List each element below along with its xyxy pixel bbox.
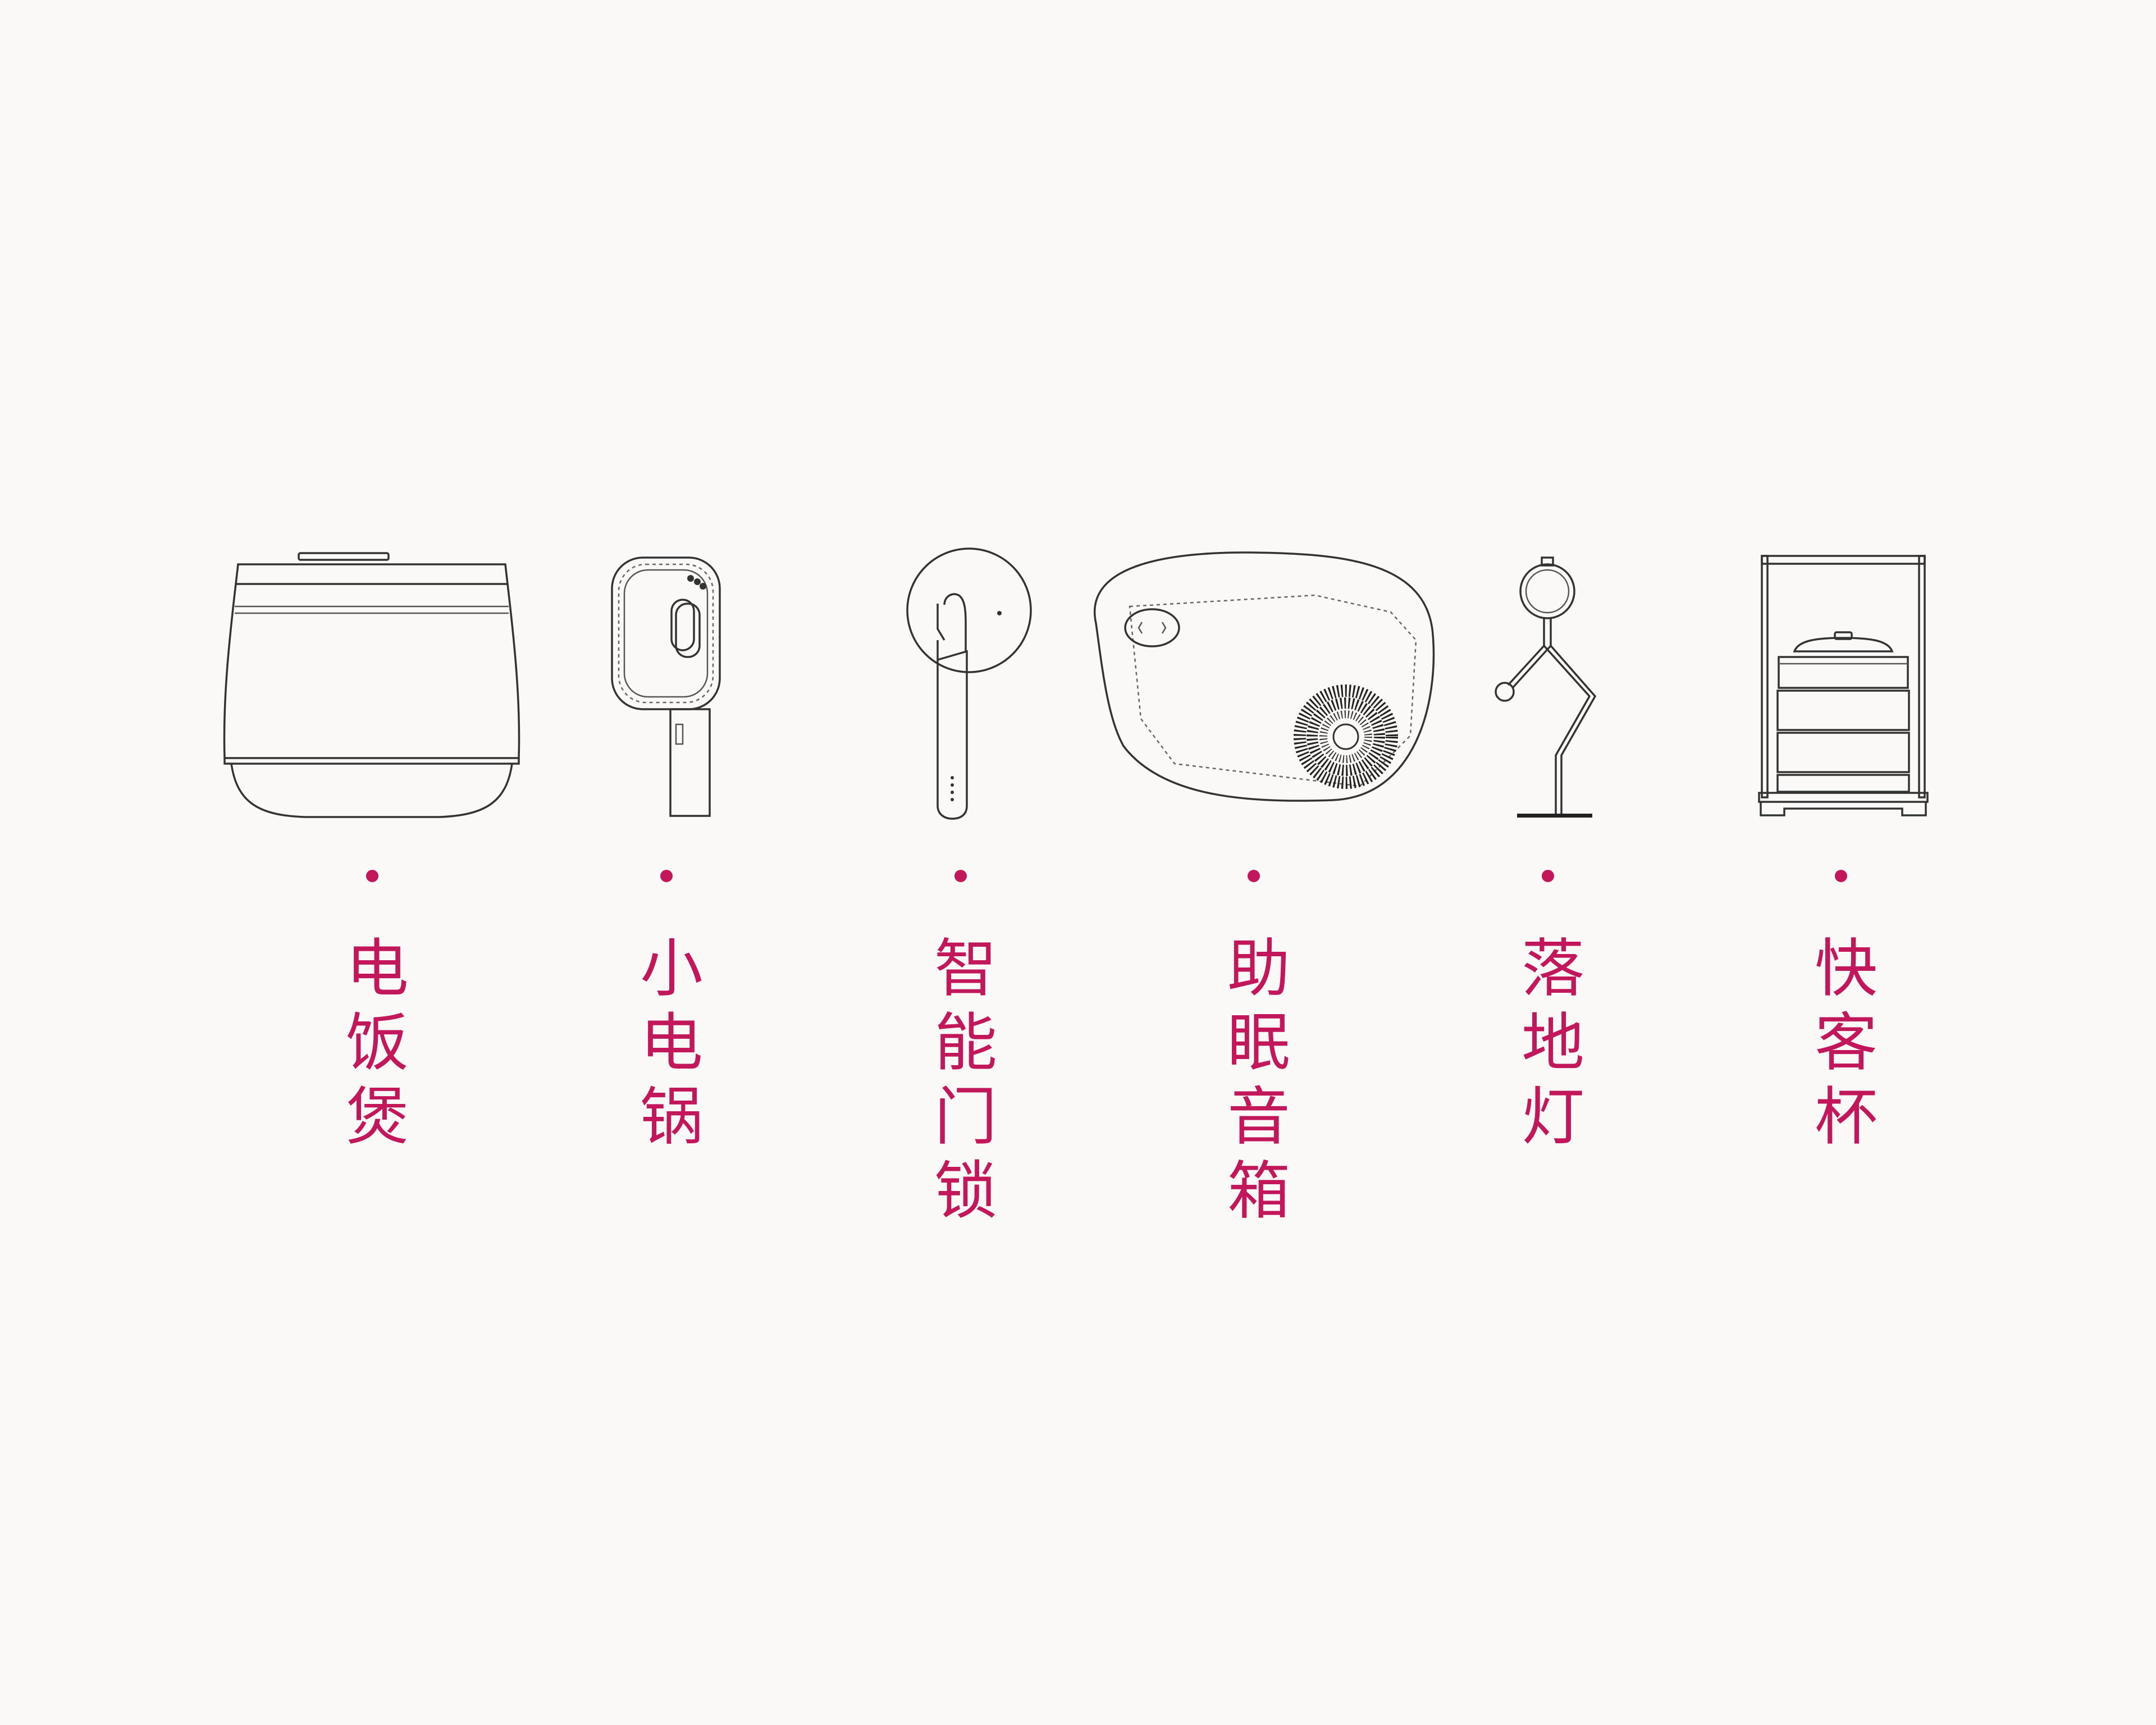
product-label: 小电锅 bbox=[629, 935, 702, 1157]
speaker-grille-icon bbox=[1294, 684, 1398, 789]
product-door-lock: 智能门锁 bbox=[786, 0, 1134, 1725]
marker-dot bbox=[954, 870, 967, 882]
product-floor-lamp: 落地灯 bbox=[1373, 0, 1721, 1725]
marker-dot bbox=[1835, 870, 1847, 882]
product-label: 快客杯 bbox=[1804, 935, 1877, 1157]
smart-door-lock-icon bbox=[906, 547, 1032, 820]
floor-lamp-icon bbox=[1495, 556, 1597, 818]
mini-electric-pot-icon bbox=[611, 556, 721, 817]
product-label: 智能门锁 bbox=[924, 935, 997, 1231]
quick-cup-icon bbox=[1758, 555, 1929, 816]
marker-dot bbox=[366, 870, 378, 882]
product-label: 落地灯 bbox=[1511, 935, 1584, 1157]
rice-cooker-icon bbox=[223, 552, 520, 818]
product-label: 电饭煲 bbox=[335, 935, 408, 1157]
product-rice-cooker: 电饭煲 bbox=[198, 0, 546, 1725]
product-sleep-speaker: 助眠音箱 bbox=[1079, 0, 1435, 1725]
marker-dot bbox=[660, 870, 673, 882]
product-label: 助眠音箱 bbox=[1217, 935, 1290, 1231]
product-mini-pot: 小电锅 bbox=[492, 0, 840, 1725]
marker-dot bbox=[1248, 870, 1260, 882]
marker-dot bbox=[1542, 870, 1554, 882]
product-quick-cup: 快客杯 bbox=[1666, 0, 2015, 1725]
sleep-speaker-icon bbox=[1094, 551, 1435, 802]
